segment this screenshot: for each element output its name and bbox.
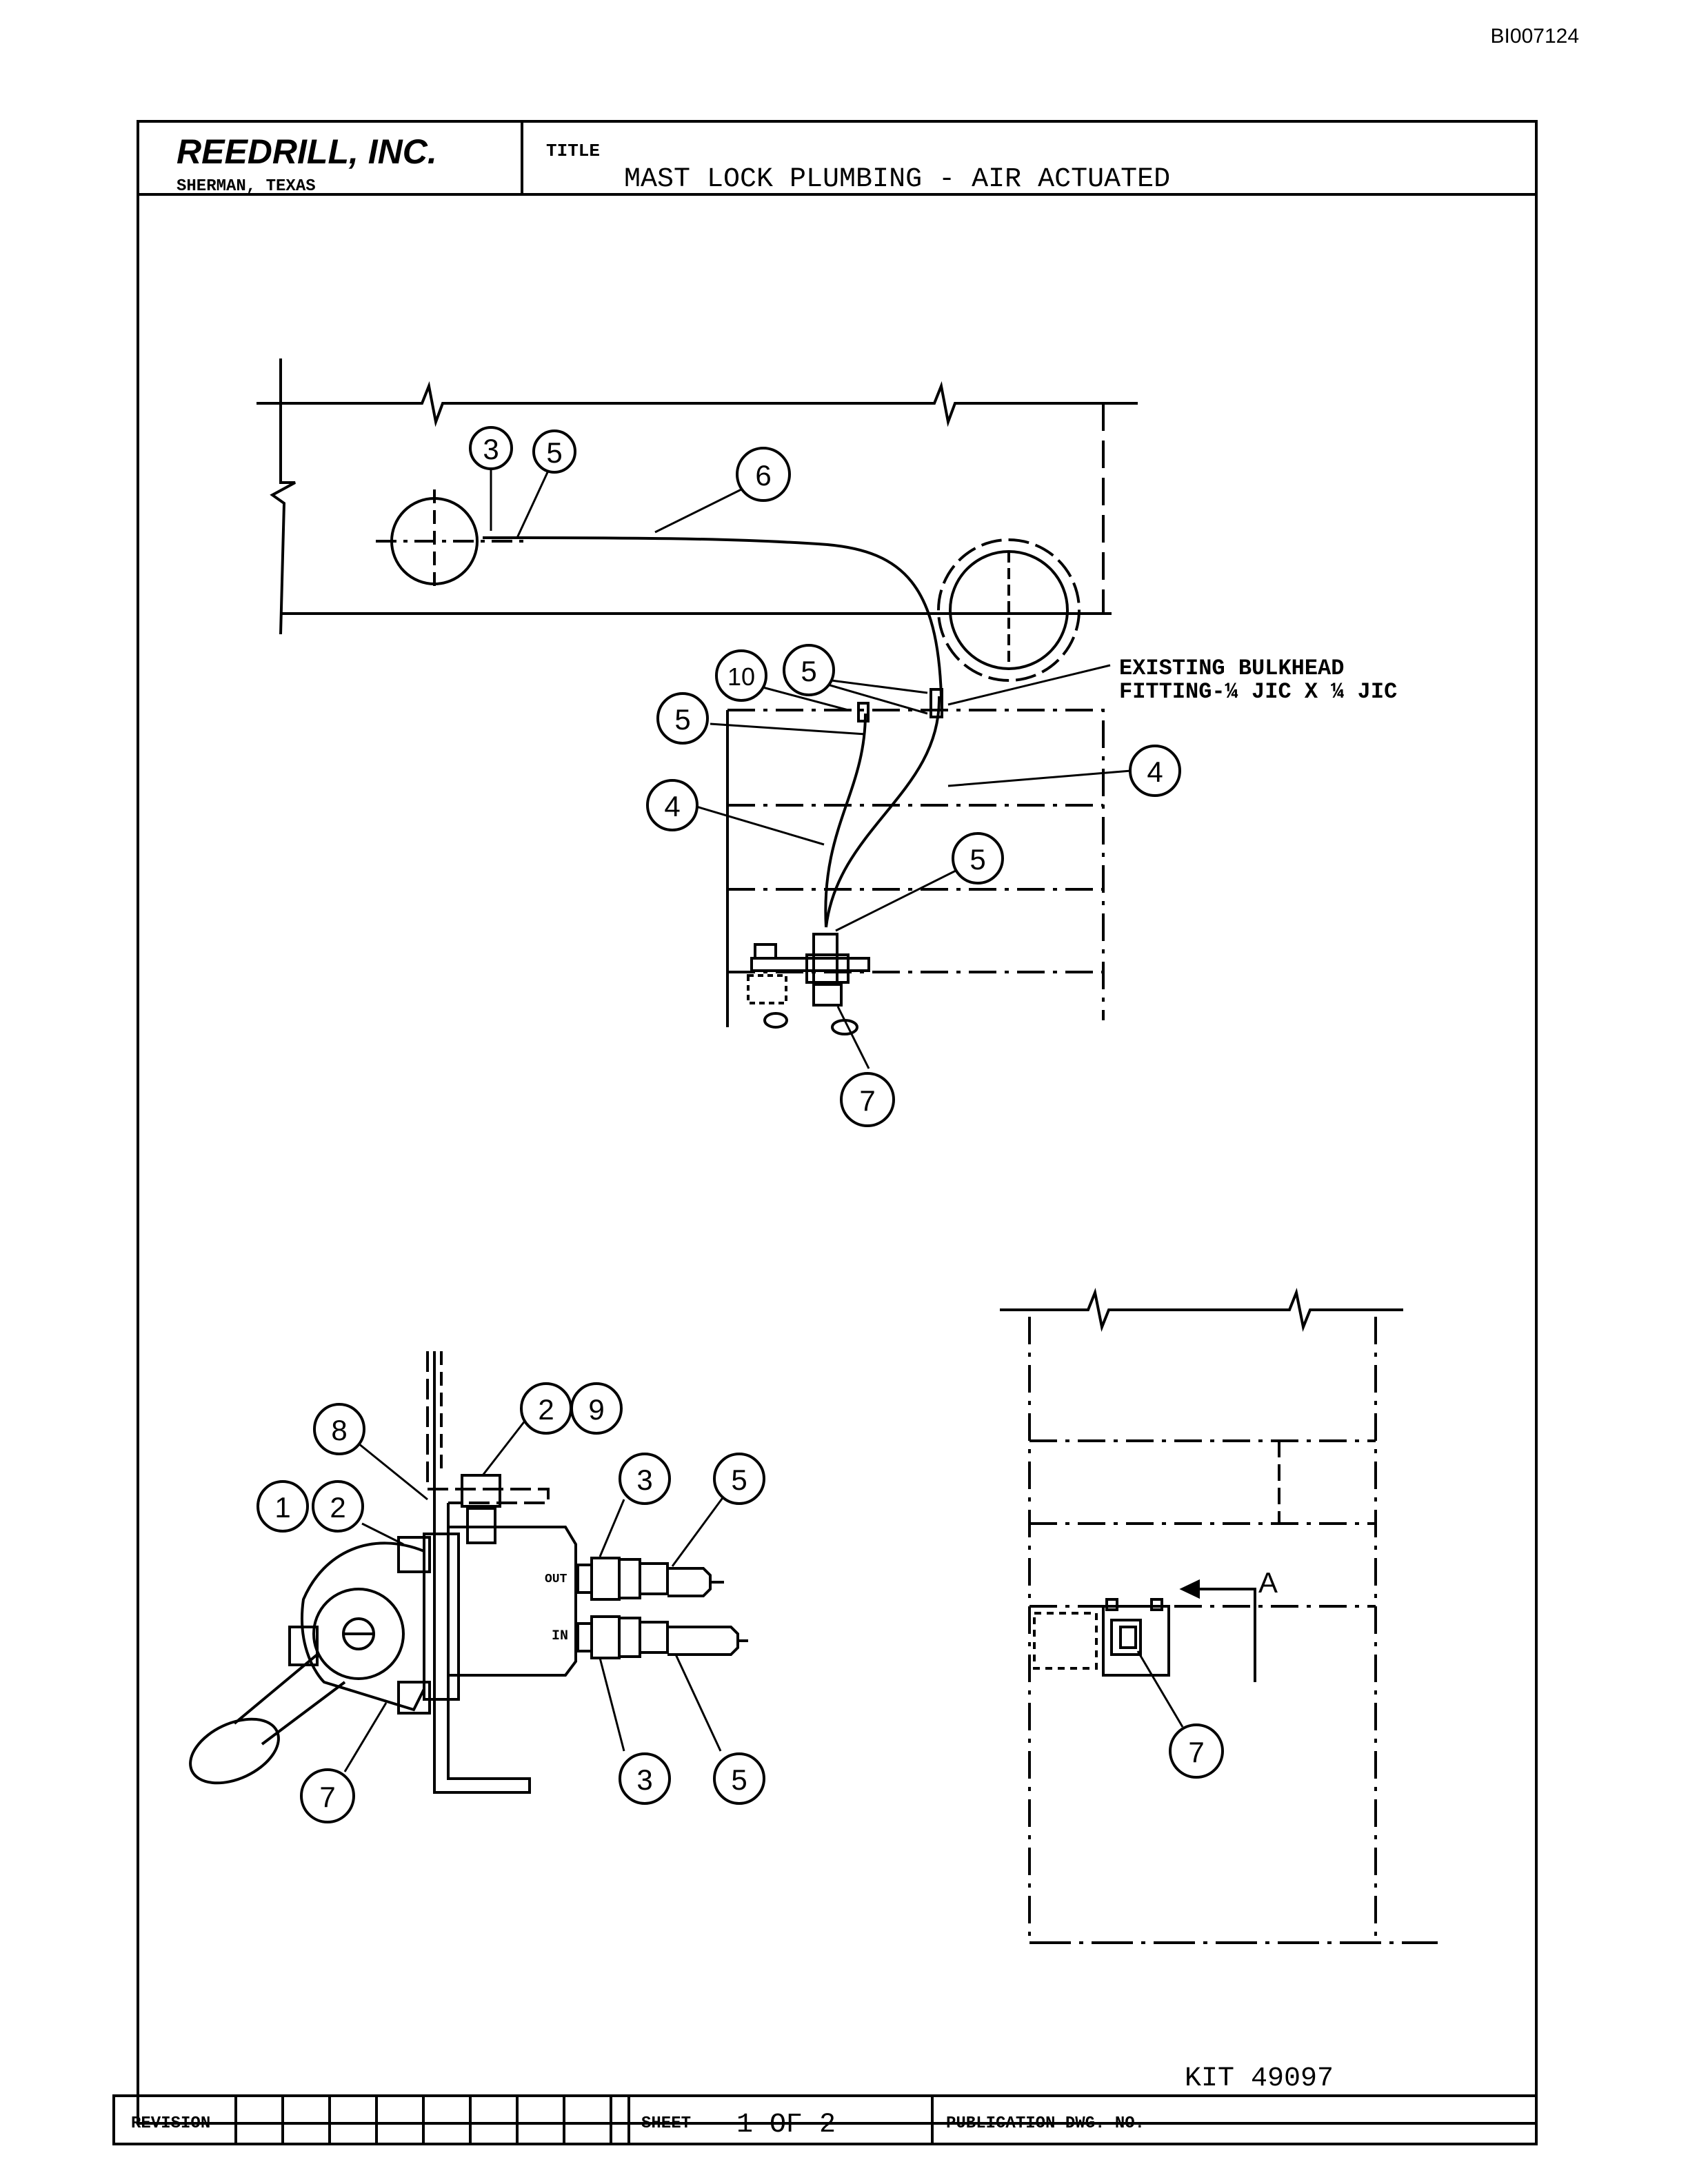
callout-balloon: 5 (952, 832, 1004, 884)
svg-text:4: 4 (664, 790, 680, 822)
svg-text:10: 10 (727, 663, 755, 691)
publication-label: PUBLICATION DWG. NO. (946, 2114, 1145, 2133)
top-view-leaders (490, 467, 1132, 1069)
detail-view-drawing (189, 1351, 748, 1794)
svg-text:3: 3 (636, 1763, 652, 1796)
callout-balloon: 5 (532, 429, 576, 474)
svg-text:1: 1 (274, 1491, 290, 1524)
svg-text:5: 5 (731, 1763, 747, 1796)
view-arrow-label: A (1258, 1566, 1278, 1599)
svg-text:5: 5 (674, 703, 690, 736)
callout-balloon: 8 (313, 1403, 365, 1455)
svg-text:7: 7 (1188, 1736, 1204, 1768)
callout-balloon: 1 (257, 1480, 309, 1533)
callout-balloon: 3 (619, 1752, 671, 1805)
svg-text:8: 8 (331, 1414, 347, 1446)
bulkhead-note-line1: EXISTING BULKHEAD (1119, 656, 1344, 681)
detail-view-callouts: 8 2 9 1 2 3 5 3 5 7 (257, 1382, 765, 1823)
port-in-label: IN (552, 1628, 568, 1644)
svg-text:6: 6 (755, 459, 771, 492)
svg-text:3: 3 (483, 433, 499, 465)
svg-text:2: 2 (538, 1393, 554, 1426)
company-location: SHERMAN, TEXAS (177, 177, 316, 196)
callout-balloon: 10 (715, 649, 767, 702)
title-block: REEDRILL, INC. SHERMAN, TEXAS TITLE MAST… (177, 132, 1170, 196)
callout-balloon: 4 (646, 779, 699, 831)
detail-view-leaders (343, 1419, 725, 1772)
drawing-title: MAST LOCK PLUMBING - AIR ACTUATED (624, 164, 1170, 195)
kit-number: KIT 49097 (1185, 2063, 1334, 2094)
svg-text:2: 2 (330, 1491, 345, 1524)
svg-text:5: 5 (969, 843, 985, 876)
svg-text:5: 5 (731, 1464, 747, 1496)
bulkhead-note-line2: FITTING-¼ JIC X ¼ JIC (1119, 679, 1397, 705)
callout-balloon: 6 (736, 447, 791, 502)
callout-balloon: 3 (619, 1453, 671, 1505)
svg-text:5: 5 (801, 655, 816, 687)
svg-text:5: 5 (546, 436, 562, 469)
title-label: TITLE (546, 141, 600, 161)
callout-balloon: 4 (1129, 745, 1181, 797)
company-name: REEDRILL, INC. (177, 132, 437, 171)
drawing-frame (137, 120, 1538, 2125)
callout-balloon: 2 (520, 1382, 572, 1435)
right-view-leader (1136, 1650, 1184, 1728)
revision-label: REVISION (131, 2114, 210, 2133)
bottom-block-frame (112, 2094, 1538, 2145)
svg-text:7: 7 (319, 1781, 335, 1813)
svg-text:7: 7 (859, 1084, 875, 1117)
callout-balloon: 7 (1169, 1723, 1224, 1779)
top-view-drawing (257, 358, 1138, 1035)
document-id: BI007124 (1491, 25, 1579, 48)
svg-text:3: 3 (636, 1464, 652, 1496)
callout-balloon: 2 (312, 1480, 364, 1533)
top-view-callouts: 3 5 6 10 5 5 4 4 5 7 (469, 426, 1181, 1127)
callout-balloon: 5 (713, 1453, 765, 1505)
callout-balloon: 5 (656, 692, 709, 745)
callout-balloon: 7 (300, 1768, 355, 1823)
port-out-label: OUT (545, 1573, 567, 1586)
callout-balloon: 7 (840, 1072, 895, 1127)
callout-balloon: 5 (783, 644, 835, 696)
sheet-value: 1 OF 2 (736, 2110, 836, 2141)
svg-text:9: 9 (588, 1393, 604, 1426)
callout-balloon: 9 (570, 1382, 623, 1435)
callout-balloon: 3 (469, 426, 513, 470)
svg-text:4: 4 (1147, 756, 1163, 788)
sheet-label: SHEET (641, 2114, 691, 2133)
callout-balloon: 5 (713, 1752, 765, 1805)
right-view-drawing (1000, 1288, 1438, 1944)
